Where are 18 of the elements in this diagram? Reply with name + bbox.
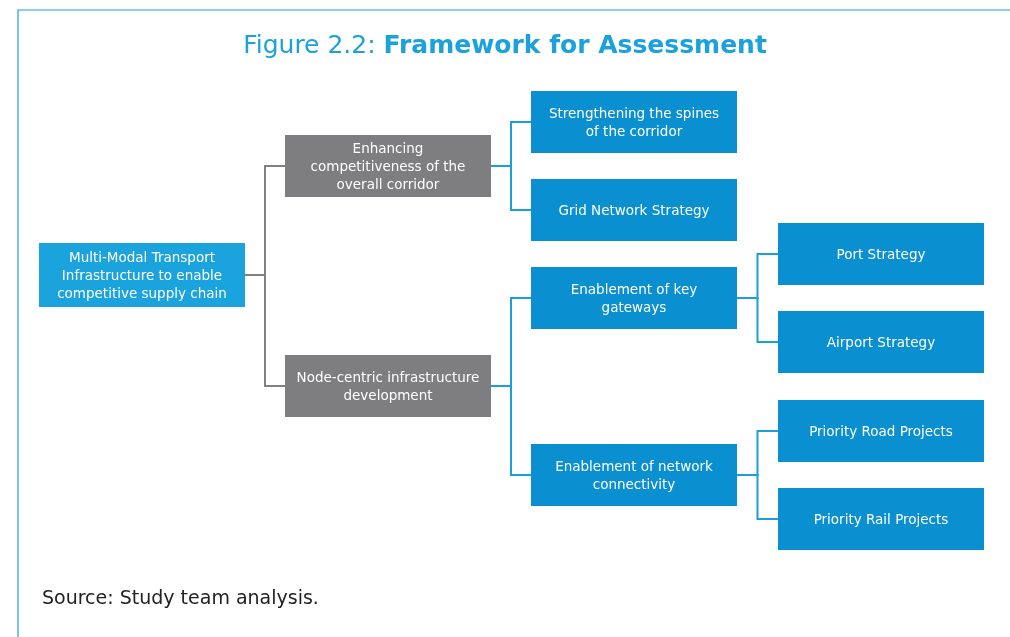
box: Node-centric infrastructure development: [285, 355, 491, 417]
box: Port Strategy: [778, 223, 984, 285]
figure-title: Figure 2.2: Framework for Assessment: [242, 30, 768, 59]
connector-line: [490, 165, 532, 211]
box: Enablement of network connectivity: [531, 444, 737, 506]
box: Enablement of key gateways: [531, 267, 737, 329]
box: Priority Road Projects: [778, 400, 984, 462]
source-note: Source: Study team analysis.: [42, 586, 319, 608]
box: Grid Network Strategy: [531, 179, 737, 241]
box: Multi-Modal Transport Infrastructure to enable competitive supply chain: [39, 243, 245, 307]
connector-line: [736, 474, 779, 520]
connector-line: [736, 297, 779, 343]
connector-line: [490, 385, 532, 476]
box: Enhancing competitiveness of the overall corridor: [285, 135, 491, 197]
box: Strengthening the spines of the corridor: [531, 91, 737, 153]
box: Priority Rail Projects: [778, 488, 984, 550]
box: Airport Strategy: [778, 311, 984, 373]
connector-line: [244, 274, 286, 387]
